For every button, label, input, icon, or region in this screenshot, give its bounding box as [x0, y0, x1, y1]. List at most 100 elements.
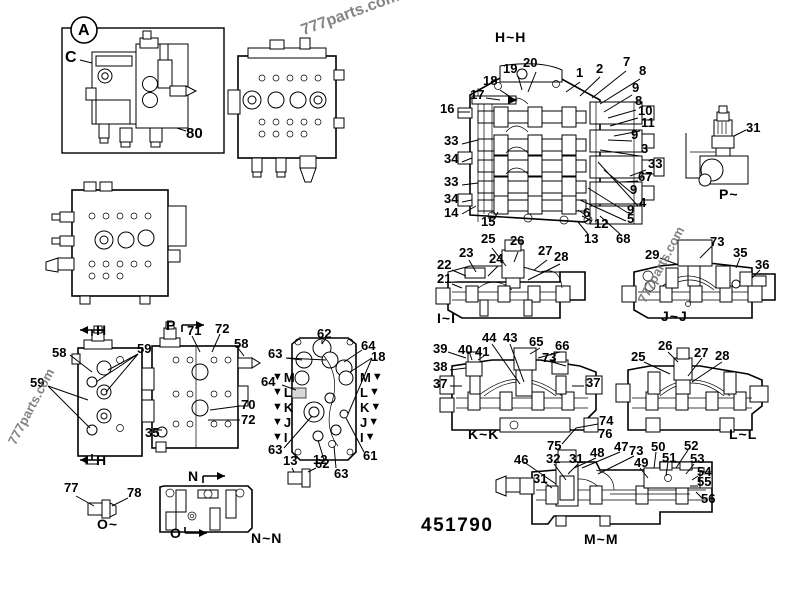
small-part-13-12 — [287, 468, 311, 488]
view-direction-arrows — [80, 321, 225, 537]
callout-number: 35 — [145, 425, 160, 440]
callout-number: 73 — [710, 234, 725, 249]
callout-number: 5 — [627, 211, 635, 226]
letter-i: I — [283, 430, 288, 445]
callout-number: 65 — [529, 334, 544, 349]
callout-number: 48 — [590, 445, 605, 460]
callout-number: 8 — [635, 93, 643, 108]
callout-number: 71 — [187, 323, 202, 338]
callout-number: 68 — [616, 231, 631, 246]
callout-c: C — [65, 49, 77, 66]
callout-number: 17 — [470, 87, 485, 102]
callout-number: 40 — [458, 342, 473, 357]
callout-number: 2 — [596, 61, 604, 76]
section-label-jj: J~J — [661, 308, 688, 324]
figure-number: 451790 — [421, 515, 494, 536]
callout-number: 73 — [629, 443, 644, 458]
valve-assembly-top-center — [227, 37, 345, 183]
callout-number: 36 — [755, 257, 770, 272]
callout-number: 64 — [261, 374, 276, 389]
section-label-o: O~ — [97, 516, 119, 532]
view-arrow-label-h-bottom: H — [96, 452, 107, 468]
section-label-p: P~ — [719, 186, 739, 202]
letter-k: K — [283, 400, 294, 415]
part-detail-p-section — [685, 105, 749, 187]
callout-number: 34 — [444, 151, 459, 166]
callout-number: 62 — [315, 456, 330, 471]
callout-number: 15 — [481, 214, 496, 229]
callout-number: 37 — [586, 375, 601, 390]
valve-section-j — [621, 239, 776, 319]
valve-section-m — [495, 449, 713, 527]
callout-number: 27 — [538, 243, 553, 258]
letter-l: L — [360, 385, 368, 400]
section-label-mm: M~M — [584, 531, 619, 547]
callout-number: 22 — [437, 257, 452, 272]
callout-number: 56 — [701, 491, 716, 506]
callout-number: 41 — [475, 344, 490, 359]
valve-assembly-middle-left — [45, 181, 187, 305]
letter-m: M — [360, 370, 371, 385]
callout-number: 9 — [630, 182, 638, 197]
callout-number: 11 — [641, 115, 655, 130]
callout-number: 28 — [554, 249, 569, 264]
callout-number: 13 — [584, 231, 599, 246]
callout-number: 20 — [523, 55, 538, 70]
callout-number: 58 — [52, 345, 67, 360]
callout-number: 9 — [631, 127, 639, 142]
callout-number: 31 — [746, 120, 761, 135]
callout-number: 59 — [30, 375, 45, 390]
callout-number: 59 — [137, 341, 152, 356]
callout-number: 7 — [623, 54, 631, 69]
letter-i: I — [360, 430, 364, 445]
callout-number: 18 — [483, 73, 498, 88]
callout-number: 24 — [489, 251, 504, 266]
callout-number: 38 — [433, 359, 448, 374]
callout-number: 62 — [317, 326, 332, 341]
callout-number: 44 — [482, 330, 497, 345]
callout-number: 4 — [639, 195, 647, 210]
callout-number: 13 — [283, 453, 298, 468]
view-arrow-label-p: P — [166, 317, 176, 333]
detail-box-tag: A — [78, 22, 90, 39]
callout-leads-h — [458, 70, 747, 235]
callout-number: 28 — [715, 348, 730, 363]
callout-number: 46 — [514, 452, 529, 467]
callout-number: 51 — [662, 450, 677, 465]
callout-number: 12 — [594, 216, 609, 231]
letter-l: L — [283, 385, 292, 400]
callout-number: 63 — [268, 442, 283, 457]
callout-number: 67 — [638, 169, 653, 184]
small-part-77-78 — [87, 499, 117, 519]
callout-number: 29 — [645, 247, 660, 262]
letter-column-left: ▼M ▼L ▼K ▼J ▼I — [272, 370, 295, 445]
valve-assembly-h-section — [457, 63, 665, 225]
letter-column-right: M▼ L▼ K▼ J▼ I▼ — [360, 370, 383, 445]
view-arrow-label-n: N — [188, 468, 199, 484]
callout-number: 39 — [433, 341, 448, 356]
valve-section-i — [435, 239, 586, 319]
view-arrow-label-o: O — [170, 525, 181, 541]
callout-number: 26 — [658, 338, 673, 353]
callout-number: 35 — [733, 245, 748, 260]
callout-80: 80 — [186, 125, 203, 142]
callout-number: 37 — [433, 376, 448, 391]
callout-number: 78 — [127, 485, 142, 500]
view-arrow-label-h-top: H — [96, 322, 107, 338]
callout-number: 1 — [576, 65, 584, 80]
callout-number: 19 — [503, 61, 518, 76]
callout-number: 26 — [510, 233, 525, 248]
callout-number: 23 — [459, 245, 474, 260]
callout-number: 25 — [631, 349, 646, 364]
callout-number: 64 — [361, 338, 376, 353]
callout-number: 34 — [444, 191, 459, 206]
callout-number: 74 — [599, 413, 614, 428]
callout-number: 3 — [641, 141, 649, 156]
callout-number: 21 — [437, 271, 452, 286]
callout-number: 6 — [583, 205, 591, 220]
section-label-ll: L~L — [729, 426, 758, 442]
callout-number: 72 — [215, 321, 230, 336]
callout-number: 31 — [569, 451, 584, 466]
